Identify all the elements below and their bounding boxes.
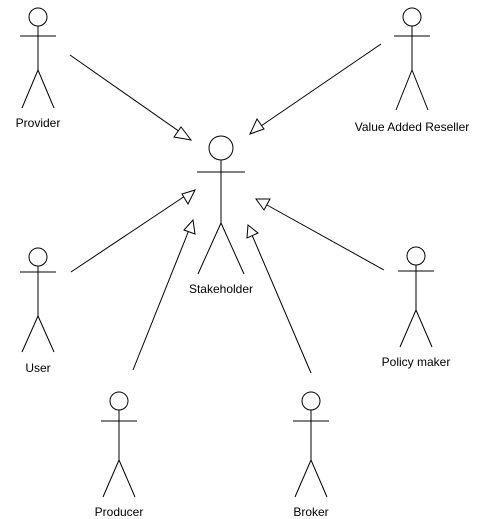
- generalization-provider-to-stakeholder: [69, 54, 193, 141]
- generalization-user-to-stakeholder: [70, 189, 196, 273]
- actor-producer: [101, 391, 137, 498]
- generalization-broker-to-stakeholder: [246, 224, 312, 374]
- actor-label-provider: Provider: [16, 116, 61, 130]
- actor-label-broker: Broker: [293, 505, 328, 519]
- actor-broker: [293, 391, 329, 498]
- actor-label-user: User: [25, 361, 50, 375]
- actor-policy-maker: [398, 246, 434, 348]
- actor-provider: [20, 7, 56, 109]
- actor-label-producer: Producer: [95, 505, 144, 519]
- actor-label-policy-maker: Policy maker: [382, 355, 451, 369]
- actor-value-added-reseller: [394, 7, 430, 111]
- generalization-policy-to-stakeholder: [255, 198, 385, 271]
- actor-stakeholder: [197, 135, 245, 275]
- actor-user: [20, 247, 56, 353]
- actor-label-value-added-reseller: Value Added Reseller: [355, 120, 470, 134]
- generalization-var-to-stakeholder: [249, 43, 382, 135]
- actor-label-stakeholder: Stakeholder: [189, 282, 253, 296]
- generalization-producer-to-stakeholder: [132, 218, 196, 371]
